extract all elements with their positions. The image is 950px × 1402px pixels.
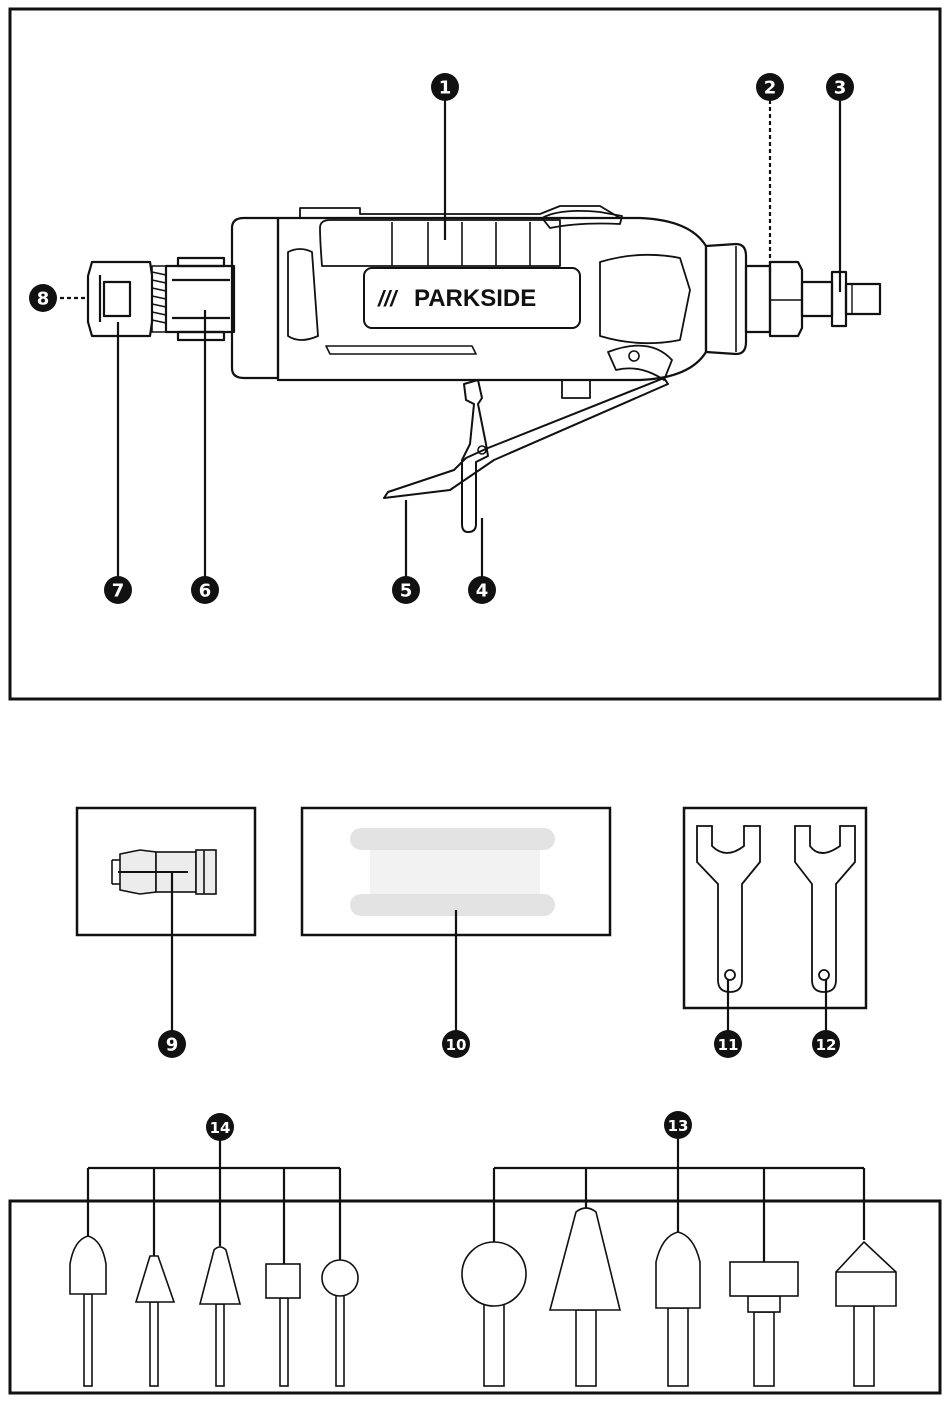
callout-3: 3 — [826, 73, 854, 101]
bit-large-tapered-cylinder — [836, 1242, 896, 1306]
safety-lock — [462, 380, 488, 532]
callout-8: 8 — [29, 284, 57, 312]
callout-2: 2 — [756, 73, 784, 101]
svg-text:2: 2 — [764, 78, 777, 99]
spindle — [166, 258, 234, 340]
callout-1: 1 — [431, 73, 459, 101]
small-grinding-bits — [70, 1236, 358, 1386]
svg-text:11: 11 — [718, 1036, 739, 1054]
wrench-b — [795, 826, 855, 992]
svg-text:8: 8 — [37, 289, 50, 310]
callout-6: 6 — [191, 576, 219, 604]
bit-large-cylinder — [730, 1262, 798, 1296]
callout-11: 11 — [714, 1030, 742, 1058]
bit-small-cone — [136, 1256, 174, 1302]
svg-text:5: 5 — [400, 581, 413, 602]
speed-regulator — [746, 266, 770, 332]
svg-text:12: 12 — [816, 1036, 837, 1054]
svg-text:4: 4 — [476, 581, 489, 602]
bit-large-bullet — [656, 1232, 700, 1308]
hex-nut — [770, 262, 802, 336]
bit-large-cone — [550, 1208, 620, 1310]
svg-text:10: 10 — [446, 1036, 467, 1054]
svg-text:13: 13 — [668, 1117, 689, 1135]
bit-large-ball — [462, 1242, 526, 1306]
callout-9: 9 — [158, 1030, 186, 1058]
callout-10: 10 — [442, 1030, 470, 1058]
callout-14: 14 — [206, 1113, 234, 1141]
brand-slashes: /// — [377, 286, 399, 311]
brand-name: PARKSIDE — [414, 285, 536, 312]
wrench-a — [697, 826, 760, 992]
front-cap — [232, 218, 278, 378]
svg-text:14: 14 — [210, 1119, 231, 1137]
bit-small-ball — [322, 1260, 358, 1296]
collet-nut — [88, 262, 152, 336]
svg-text:9: 9 — [166, 1035, 179, 1056]
rear-cap — [706, 244, 746, 354]
svg-text:7: 7 — [112, 581, 125, 602]
bit-small-cylinder — [266, 1264, 300, 1298]
bit-small-bullet — [70, 1236, 106, 1294]
callout-12: 12 — [812, 1030, 840, 1058]
callout-7: 7 — [104, 576, 132, 604]
bit-small-tall-cone — [200, 1247, 240, 1304]
svg-text:6: 6 — [199, 581, 212, 602]
collet — [112, 850, 216, 894]
ptfe-tape-roll — [350, 828, 555, 916]
thread — [152, 266, 166, 332]
svg-text:3: 3 — [834, 78, 847, 99]
bracket-14 — [88, 1140, 340, 1266]
large-grinding-bits — [462, 1208, 896, 1386]
callout-4: 4 — [468, 576, 496, 604]
svg-text:1: 1 — [439, 78, 452, 99]
callout-5: 5 — [392, 576, 420, 604]
callout-13: 13 — [664, 1111, 692, 1139]
die-grinder — [88, 206, 880, 532]
throttle-lever — [384, 378, 668, 498]
